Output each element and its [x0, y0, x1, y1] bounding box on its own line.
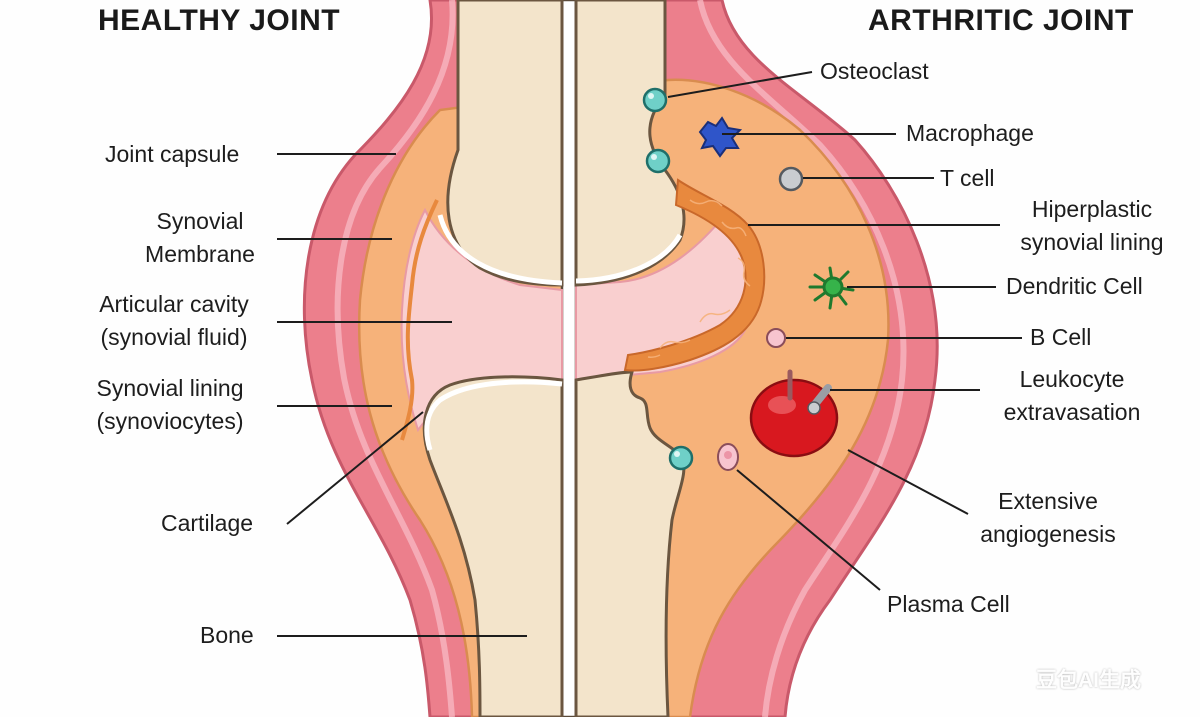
osteoclast-cell-3 [668, 445, 694, 471]
macrophage-cell [698, 116, 743, 158]
label-synovial-membrane: Synovial Membrane [145, 208, 255, 267]
leader-cartilage [286, 411, 424, 525]
label-dendritic-cell: Dendritic Cell [1006, 273, 1143, 299]
center-divider [560, 0, 578, 717]
title-healthy-joint: HEALTHY JOINT [98, 4, 341, 37]
label-b-cell: B Cell [1030, 324, 1092, 350]
healthy-upper-bone [446, 0, 564, 287]
leader-plasma-cell [736, 469, 881, 591]
label-t-cell: T cell [940, 165, 995, 191]
dendritic-cell [808, 266, 855, 310]
label-joint-capsule: Joint capsule [105, 141, 240, 167]
plasma-cell [717, 443, 739, 471]
arthritic-leader-lines [667, 71, 1022, 591]
label-synovial-lining: Synovial lining (synoviocytes) [96, 375, 244, 434]
title-arthritic-joint: ARTHRITIC JOINT [868, 4, 1134, 37]
label-macrophage: Macrophage [906, 120, 1034, 146]
healthy-synovial-lining [400, 199, 439, 441]
label-leukocyte-extravasation: Leukocyte extravasation [1003, 366, 1141, 425]
lining-texture [647, 199, 751, 358]
arthritic-upper-cartilage [575, 233, 683, 284]
arthritic-lower-bone [574, 370, 686, 717]
b-cell [766, 328, 786, 348]
label-plasma-cell: Plasma Cell [887, 591, 1010, 617]
osteoclast-cell-2 [645, 148, 671, 174]
healthy-upper-cartilage [437, 214, 563, 286]
osteoclast-cell-1 [642, 87, 668, 113]
leader-angiogenesis [847, 449, 969, 515]
label-cartilage: Cartilage [161, 510, 254, 536]
blood-vessel [749, 369, 839, 458]
label-articular-cavity: Articular cavity (synovial fluid) [99, 291, 249, 350]
t-cell [778, 166, 804, 192]
healthy-lower-cartilage [424, 379, 563, 451]
capsule-inner-rim [334, 0, 456, 717]
label-bone: Bone [200, 622, 254, 648]
label-osteoclast: Osteoclast [820, 58, 929, 84]
capsule-inner-rim-right [697, 0, 907, 717]
leader-osteoclast [667, 71, 813, 98]
ai-watermark: 豆包AI生成 [1036, 669, 1141, 692]
label-extensive-angiogenesis: Extensive angiogenesis [980, 488, 1116, 547]
healthy-lower-bone [422, 375, 564, 717]
healthy-leader-lines [277, 153, 527, 637]
label-hyperplastic-lining: Hiperplastic synovial lining [1020, 196, 1164, 255]
